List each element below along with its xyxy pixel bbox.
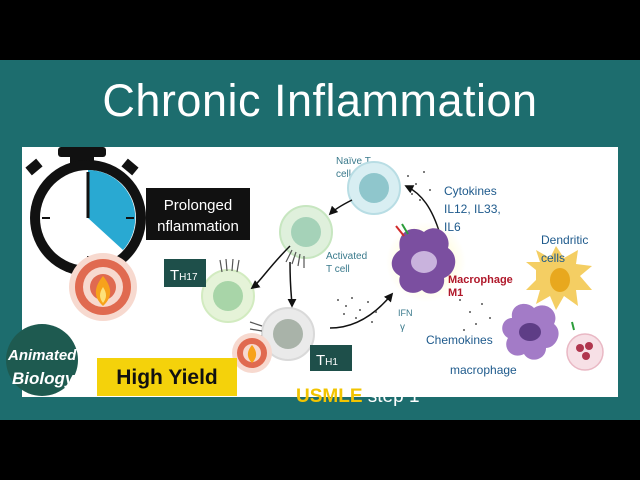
dendritic-cell-icon — [526, 246, 592, 310]
usmle-caption: USMLE step 1 — [296, 386, 420, 408]
usmle-step-label: step 1 — [362, 386, 420, 407]
page-title: Chronic Inflammation — [102, 75, 538, 126]
ifn-label-2: γ — [400, 322, 405, 333]
high-yield-badge — [97, 358, 237, 396]
high-yield-label: High Yield — [116, 366, 218, 389]
activated-t-cell-icon — [279, 205, 333, 268]
ifn-label-1: IFN — [398, 308, 413, 318]
macrophage-label: macrophage — [450, 363, 517, 377]
macrophage-icon — [502, 303, 559, 360]
th17-cell-icon — [201, 258, 255, 323]
th1-badge — [310, 345, 352, 371]
arrow-to-th17 — [250, 245, 291, 290]
naive-label-1: Naïve T — [336, 156, 371, 167]
logo-line-2: Biology — [12, 369, 76, 388]
naive-label-2: cell — [336, 169, 351, 180]
th1-label: TH1 — [316, 352, 338, 369]
usmle-label: USMLE — [296, 386, 363, 407]
stopwatch-icon — [25, 147, 146, 276]
small-fire-target-icon — [232, 333, 272, 373]
prolonged-label-1: Prolonged — [164, 197, 232, 214]
th1-cell-icon — [249, 307, 315, 361]
cytokines-line-2: IL6 — [444, 220, 461, 234]
activated-label-1: Activated — [326, 251, 367, 262]
prolonged-box — [146, 188, 250, 240]
th17-badge — [164, 259, 206, 287]
logo-line-1: Animated — [7, 347, 77, 364]
naive-t-cell-icon — [347, 161, 401, 215]
macrophage-m1-icon — [386, 222, 466, 302]
neutrophil-icon — [566, 321, 604, 371]
animated-biology-logo: Animated Biology — [6, 324, 78, 396]
cytokines-title: Cytokines — [444, 184, 497, 198]
macrophage-m1-label-1: Macrophage — [448, 274, 513, 286]
dendritic-label-2: cells — [541, 251, 565, 265]
macrophage-m1-label-2: M1 — [448, 287, 463, 299]
secreted-dots — [337, 171, 491, 331]
arrow-to-th1 — [287, 261, 297, 308]
arrow-th1-to-macrophage — [329, 292, 394, 329]
cytokines-line-1: IL12, IL33, — [444, 202, 501, 216]
activated-label-2: T cell — [326, 264, 350, 275]
prolonged-label-2: nflammation — [157, 218, 239, 235]
dendritic-label-1: Dendritic — [541, 233, 588, 247]
th17-label: TH17 — [170, 267, 198, 284]
chemokines-label: Chemokines — [426, 333, 493, 347]
fire-target-icon — [69, 253, 137, 321]
arrow-naive-to-activated — [328, 199, 353, 216]
